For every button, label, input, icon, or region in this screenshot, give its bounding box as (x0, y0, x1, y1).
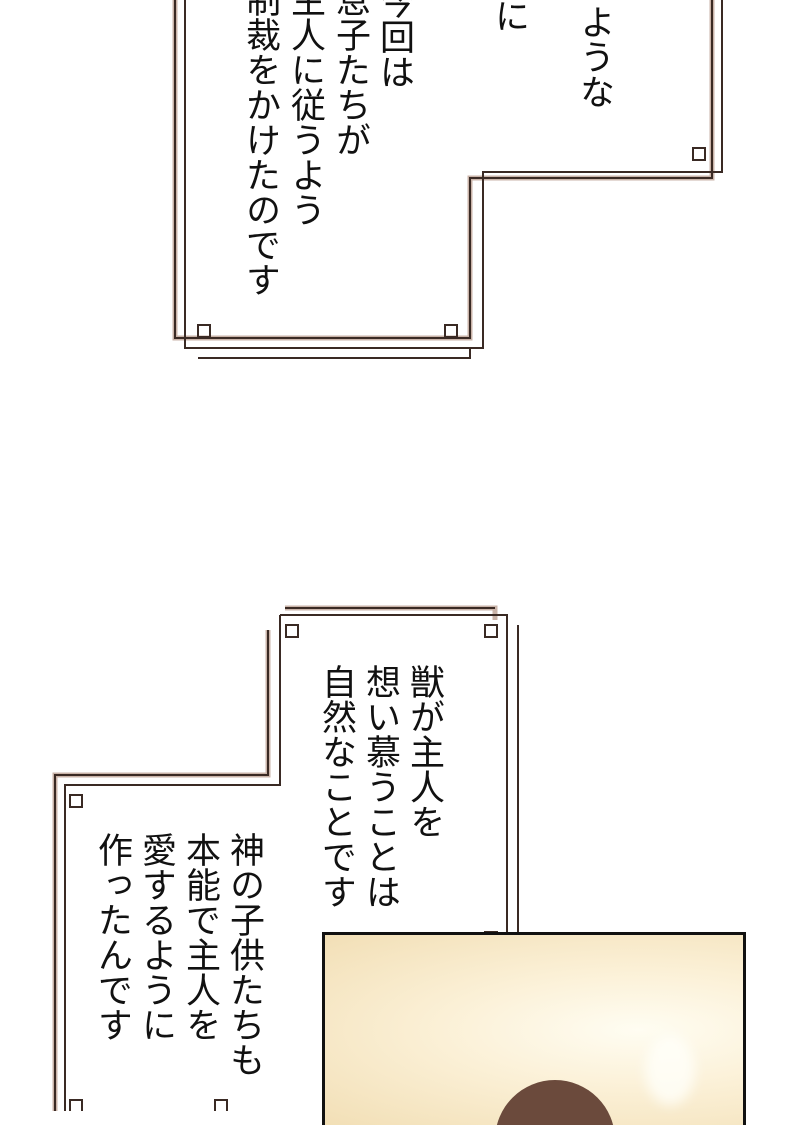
illustration-panel (322, 932, 746, 1125)
caption-line: 制裁をかけたのです (240, 0, 280, 297)
caption-line: 主人に従うよう (285, 0, 325, 227)
caption-line: 息子たちが (330, 0, 370, 157)
caption-line: 神の子供たちも (224, 832, 264, 1077)
light-glow (645, 1035, 695, 1105)
caption-line: 作ったんです (92, 832, 132, 1042)
caption-line: 愛するように (136, 832, 176, 1042)
caption-line: 自然なことです (316, 664, 356, 909)
caption-line: 想い慕うことは (360, 664, 400, 909)
caption-line: に (489, 0, 529, 33)
caption-line: 今回は (374, 0, 414, 89)
top-caption-frame (172, 0, 723, 359)
character-head (495, 1080, 615, 1125)
caption-line: ような (574, 4, 614, 109)
caption-line: 獣が主人を (404, 664, 444, 839)
caption-line: 本能で主人を (180, 832, 220, 1042)
